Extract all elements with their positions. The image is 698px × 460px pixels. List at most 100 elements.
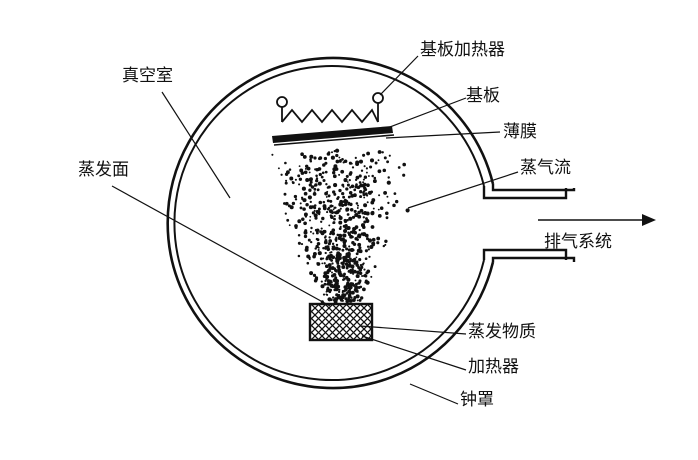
- vapor-dot: [324, 170, 328, 174]
- vapor-dot: [364, 234, 368, 237]
- vapor-dot: [363, 268, 366, 271]
- vapor-dot: [323, 156, 328, 161]
- vapor-dot: [334, 246, 339, 251]
- vapor-dot: [325, 195, 328, 198]
- vapor-dot: [341, 261, 345, 265]
- vapor-dot: [316, 238, 320, 242]
- vapor-dot: [345, 187, 349, 191]
- vapor-dot: [291, 180, 294, 184]
- vapor-dot: [372, 207, 375, 210]
- vapor-dot: [382, 168, 387, 173]
- vapor-dot: [330, 204, 333, 207]
- vapor-dot: [309, 200, 312, 204]
- vapor-dot: [377, 208, 380, 211]
- vapor-dot: [353, 288, 358, 292]
- vapor-dot: [341, 183, 345, 187]
- vapor-dot: [392, 203, 396, 208]
- vapor-dot: [329, 251, 332, 254]
- vapor-dot: [289, 176, 294, 181]
- vapor-dot: [343, 255, 348, 259]
- vapor-dot: [284, 161, 287, 165]
- vapor-dot: [357, 266, 361, 270]
- vapor-dot: [330, 258, 334, 262]
- vapor-dot: [348, 293, 351, 296]
- vapor-dot: [332, 221, 335, 225]
- vapor-dot: [308, 188, 312, 192]
- vapor-dot: [386, 160, 390, 164]
- evaporation-source: [308, 302, 374, 342]
- vapor-dot: [309, 271, 314, 276]
- vapor-dot: [339, 225, 342, 228]
- vapor-dot: [335, 159, 340, 164]
- vapor-dot: [362, 216, 365, 219]
- vapor-dot: [315, 231, 319, 235]
- vapor-dot: [355, 263, 359, 267]
- vapor-dot: [366, 194, 369, 197]
- vapor-dot: [313, 209, 316, 212]
- vapor-dot: [338, 288, 341, 291]
- vapor-dot: [313, 206, 317, 210]
- vapor-dot: [293, 194, 298, 199]
- vapor-dot: [338, 269, 341, 273]
- vapor-dot: [338, 173, 341, 176]
- vapor-dot: [308, 183, 312, 187]
- vapor-dot: [402, 162, 406, 167]
- vapor-dot: [385, 216, 389, 220]
- vapor-dot: [384, 239, 388, 243]
- vapor-dot: [284, 212, 287, 215]
- vapor-dot: [310, 226, 313, 230]
- vapor-dot: [345, 265, 349, 268]
- vapor-dot: [351, 290, 355, 295]
- vapor-dot: [347, 231, 350, 235]
- bell-jar-inner-wall: [173, 65, 485, 381]
- vapor-dot: [329, 288, 333, 292]
- vapor-dot: [356, 204, 360, 207]
- vapor-dot: [303, 234, 308, 239]
- vapor-dot: [323, 271, 328, 276]
- vapor-dot: [372, 179, 377, 184]
- vapor-dot: [370, 211, 375, 216]
- vapor-dot: [384, 243, 387, 246]
- vapor-dot: [308, 178, 312, 182]
- vapor-dot: [317, 181, 322, 186]
- vapor-dot: [365, 219, 370, 223]
- vapor-dot: [359, 208, 364, 213]
- vapor-dot: [337, 252, 342, 257]
- vapor-dot: [333, 214, 336, 218]
- vapor-stream-dots: [271, 148, 410, 304]
- vapor-dot: [297, 174, 301, 178]
- leader-bell-jar: [409, 383, 459, 405]
- vapor-dot: [335, 293, 339, 297]
- vapor-dot: [341, 248, 345, 252]
- vapor-dot: [312, 273, 317, 278]
- vapor-dot: [358, 298, 362, 302]
- vapor-dot: [327, 195, 330, 198]
- vapor-dot: [301, 186, 306, 191]
- vapor-dot: [346, 251, 351, 256]
- vapor-dot: [294, 178, 297, 181]
- label-exhaust-system: 排气系统: [544, 232, 612, 252]
- vapor-dot: [327, 185, 331, 189]
- vapor-dot: [310, 185, 315, 189]
- vapor-dot: [320, 280, 323, 283]
- vapor-dot: [349, 234, 354, 239]
- vapor-dot: [305, 203, 309, 207]
- vapor-dot: [362, 178, 365, 181]
- vapor-dot: [331, 229, 335, 233]
- vapor-dot: [333, 206, 336, 210]
- vapor-dot: [307, 195, 312, 200]
- vapor-dot: [320, 227, 323, 230]
- vapor-dot: [341, 265, 346, 269]
- vapor-dot: [338, 247, 341, 251]
- vapor-dot: [309, 154, 314, 159]
- vapor-dot: [386, 180, 391, 185]
- vapor-dot: [285, 179, 288, 182]
- vapor-dot: [360, 296, 364, 300]
- vapor-dot: [387, 201, 390, 205]
- vapor-dot: [297, 241, 301, 245]
- vapor-dot: [357, 210, 361, 215]
- vapor-dot: [325, 183, 328, 186]
- vapor-dot: [358, 279, 362, 283]
- vapor-dot: [328, 224, 331, 227]
- vapor-dot: [359, 190, 363, 194]
